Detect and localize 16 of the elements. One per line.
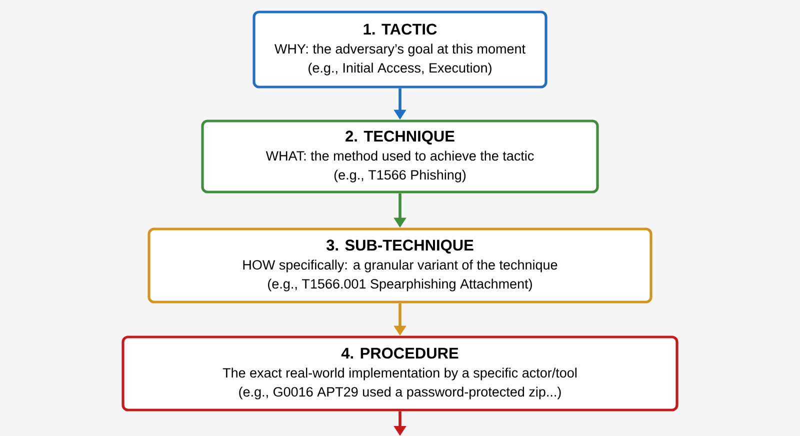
step-description: WHY: the adversary’s goal at this moment <box>274 44 526 56</box>
step-description: HOW specifically: a granular variant of the technique <box>243 260 558 272</box>
step-box <box>201 120 599 194</box>
example-text: (e.g., T1566 Phishing) <box>334 170 466 182</box>
step-description: WHAT: the method used to achieve the tactic <box>266 150 534 161</box>
step-title: 3. SUB-TECHNIQUE <box>326 240 474 254</box>
example-text: (e.g., T1566.001 Spearphishing Attachment) <box>268 278 532 292</box>
step-box <box>122 336 678 412</box>
step-description: The exact real-world implementation by a specific actor/tool <box>222 368 576 380</box>
step-title: 4. PROCEDURE <box>341 348 458 359</box>
example-text: (e.g., G0016 APT29 used a password-protected zip...) <box>239 386 561 400</box>
step-title: 2. TECHNIQUE <box>346 130 454 145</box>
example-text: (e.g., Initial Access, Execution) <box>308 62 492 76</box>
step-box <box>252 10 548 88</box>
step-title: 1. TACTIC <box>364 24 437 35</box>
step-box <box>148 228 652 304</box>
